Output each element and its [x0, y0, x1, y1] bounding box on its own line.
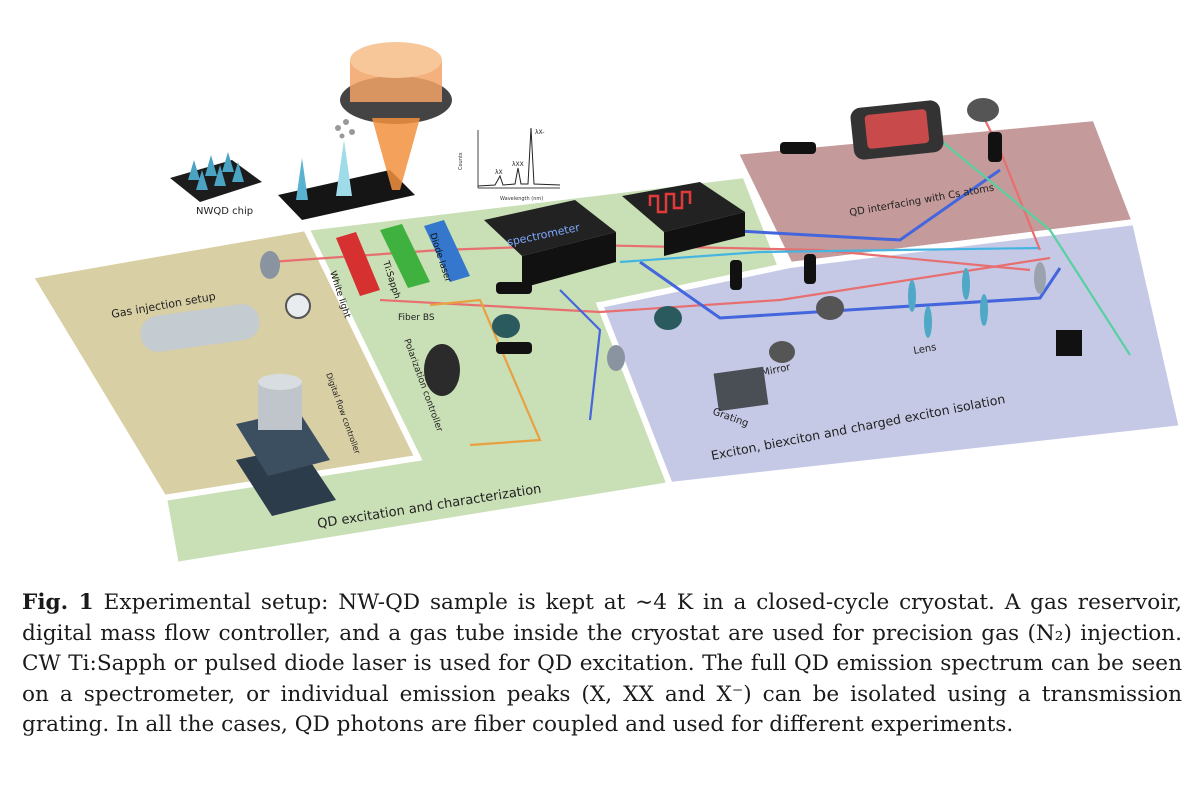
- nwqd-chip-label: NWQD chip: [196, 206, 253, 217]
- spectrum-inset-xlabel: Wavelength (nm): [500, 196, 543, 202]
- fiber-bs-label: Fiber BS: [398, 313, 435, 323]
- light-cone-icon: [372, 118, 420, 190]
- spectrometer-front: [522, 232, 616, 288]
- mirror-icons: [260, 98, 1046, 371]
- lens-label: Lens: [913, 342, 938, 357]
- diode-laser-icon: [424, 220, 470, 282]
- lens-icons: [908, 268, 988, 338]
- spectrum-peak-xx: λXX: [512, 161, 524, 168]
- spectrum-inset: Counts Wavelength (nm) λX λXX λX-: [458, 127, 561, 202]
- nanowire-icons: [188, 152, 244, 190]
- gas-cylinder-icon: [140, 293, 311, 352]
- nanowire-zoom-icon: [296, 158, 308, 200]
- detector-box-icon: [1056, 330, 1082, 356]
- fiber-couplers: [496, 132, 1002, 354]
- tisapph-laser-icon: [380, 224, 430, 288]
- particle-icons: [335, 119, 355, 139]
- white-light-source-icon: [336, 232, 380, 296]
- spectrum-peak-x: λX: [495, 169, 503, 176]
- snspd-front: [664, 212, 745, 256]
- experimental-setup-figure: NWQD chip Counts Wavelength (nm) λX λXX …: [30, 42, 1182, 565]
- polarization-controller-icon: [424, 344, 460, 396]
- caption-text: Experimental setup: NW-QD sample is kept…: [22, 590, 1182, 738]
- figure-label: Fig. 1: [22, 590, 94, 615]
- grating-icon: [713, 366, 769, 412]
- spectrum-inset-ylabel: Counts: [458, 152, 464, 170]
- objective-top: [350, 42, 442, 78]
- spectrometer-box-icon: [484, 200, 616, 256]
- cs-cell-window: [864, 109, 930, 149]
- snspd-meander-icon: [648, 190, 692, 214]
- spectrum-peak-xminus: λX-: [535, 129, 545, 136]
- cryostat-icon: [236, 374, 336, 516]
- nanowire-zoom-icon-2: [336, 140, 352, 196]
- snspd-box-icon: [622, 182, 745, 232]
